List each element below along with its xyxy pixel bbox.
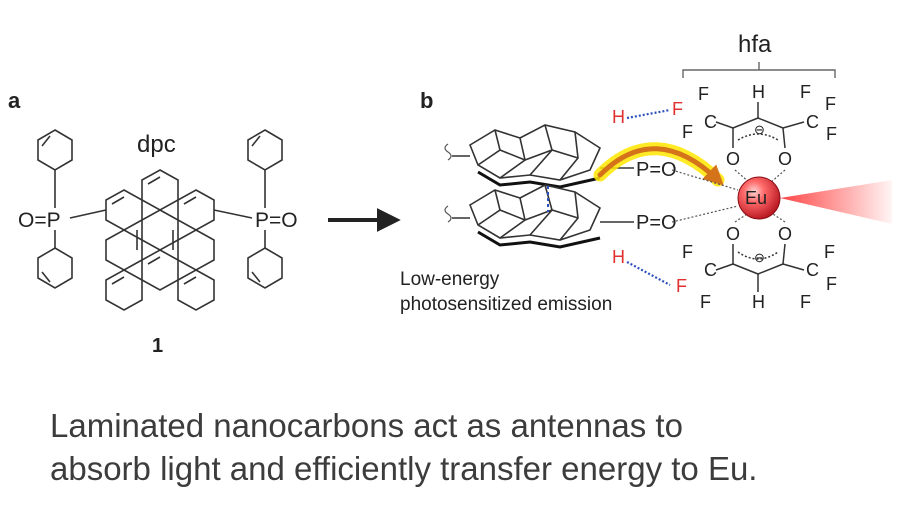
- svg-text:F: F: [826, 124, 837, 144]
- ligand-bracket: [682, 62, 836, 78]
- right-phosphoryl-label: P=O: [255, 209, 298, 232]
- svg-text:C: C: [704, 112, 717, 132]
- ligand-name: hfa: [738, 31, 772, 58]
- top-hfa-ligand: F F F C H F F C F ⊖ O O: [672, 82, 837, 169]
- svg-text:C: C: [806, 112, 819, 132]
- top-phosphoryl-label: P=O: [636, 159, 677, 181]
- europium-sphere: [737, 176, 781, 220]
- bottom-phosphoryl-label: P=O: [636, 212, 677, 234]
- bottom-hfa-ligand: O O ⊖ F C F F H F C F F: [676, 224, 837, 312]
- caption-line-2: absorb light and efficiently transfer en…: [50, 450, 758, 487]
- svg-text:F: F: [800, 292, 811, 312]
- svg-text:C: C: [704, 260, 717, 280]
- svg-text:C: C: [806, 260, 819, 280]
- svg-text:F: F: [700, 292, 711, 312]
- compound-number: 1: [152, 335, 163, 357]
- top-hydrogen: H: [612, 107, 625, 127]
- svg-text:F: F: [682, 122, 693, 142]
- figure: a dpc O=P: [8, 31, 892, 357]
- panel-a-label: a: [8, 88, 21, 113]
- molecule-name: dpc: [137, 131, 176, 158]
- svg-text:H: H: [752, 292, 765, 312]
- caption-line-1: Laminated nanocarbons act as antennas to: [50, 407, 683, 444]
- svg-text:⊖: ⊖: [754, 122, 765, 137]
- figure-caption: Laminated nanocarbons act as antennas to…: [50, 404, 890, 490]
- svg-text:⊖: ⊖: [754, 250, 765, 265]
- svg-text:O: O: [726, 224, 740, 244]
- dipyrenyl-core: [105, 169, 215, 311]
- bottom-hf-contact: [626, 261, 671, 286]
- svg-text:F: F: [824, 242, 835, 262]
- svg-text:F: F: [800, 82, 811, 102]
- emission-beam: [780, 180, 892, 224]
- energy-transfer-arrow: [597, 146, 724, 186]
- svg-text:F: F: [682, 242, 693, 262]
- svg-text:O: O: [778, 224, 792, 244]
- svg-text:O: O: [778, 149, 792, 169]
- laminated-nanocarbon-stack: [444, 124, 602, 249]
- europium-label: Eu: [745, 188, 767, 208]
- svg-text:O: O: [726, 149, 740, 169]
- top-hf-contact: [626, 108, 671, 120]
- emission-label-line1: Low-energy: [400, 269, 500, 290]
- svg-text:F: F: [672, 99, 683, 119]
- svg-text:F: F: [825, 94, 836, 114]
- panel-b-label: b: [420, 88, 433, 113]
- bottom-hydrogen: H: [612, 247, 625, 267]
- right-diphenylphosphine-oxide: [213, 129, 283, 289]
- svg-text:F: F: [698, 84, 709, 104]
- left-diphenylphosphine-oxide: [37, 129, 107, 289]
- svg-text:H: H: [752, 82, 765, 102]
- left-phosphoryl-label: O=P: [18, 209, 61, 232]
- svg-text:F: F: [676, 276, 687, 296]
- emission-label-line2: photosensitized emission: [400, 294, 612, 315]
- svg-text:F: F: [826, 274, 837, 294]
